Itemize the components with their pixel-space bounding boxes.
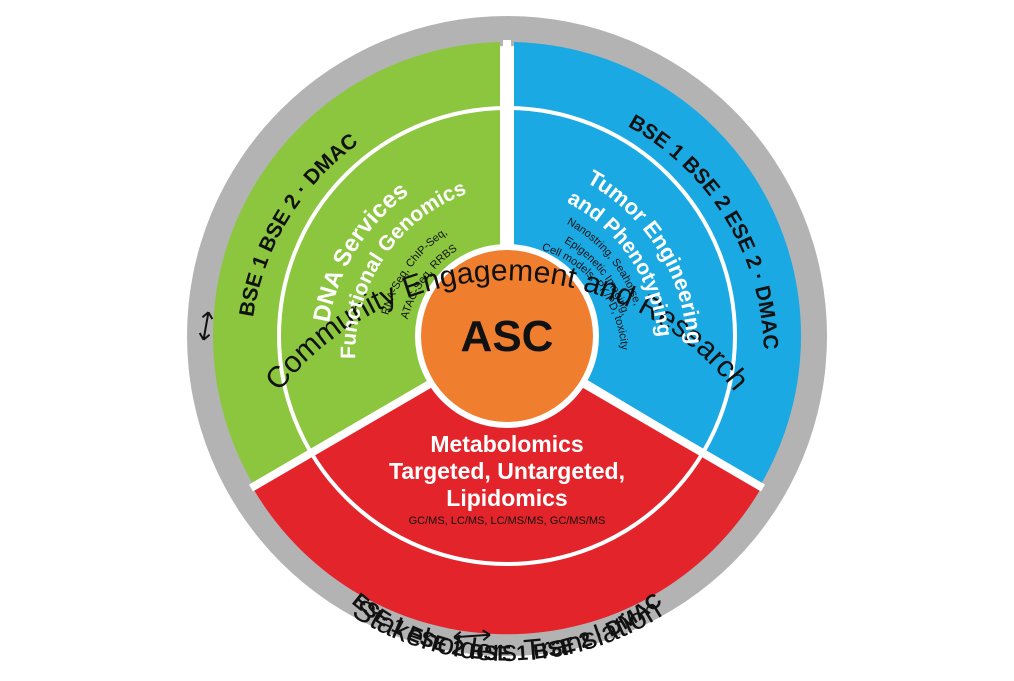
red-subtitle-2: Lipidomics xyxy=(446,485,567,511)
red-sector xyxy=(254,342,760,635)
red-title: Metabolomics xyxy=(430,431,583,457)
center-label: ASC xyxy=(461,312,554,361)
red-subtitle: Targeted, Untargeted, xyxy=(389,458,625,484)
double-arrow-icon xyxy=(198,311,214,341)
red-detail: GC/MS, LC/MS, LC/MS/MS, GC/MS/MS xyxy=(409,515,606,527)
center-disc xyxy=(421,250,593,422)
double-arrow-icon xyxy=(453,629,491,643)
